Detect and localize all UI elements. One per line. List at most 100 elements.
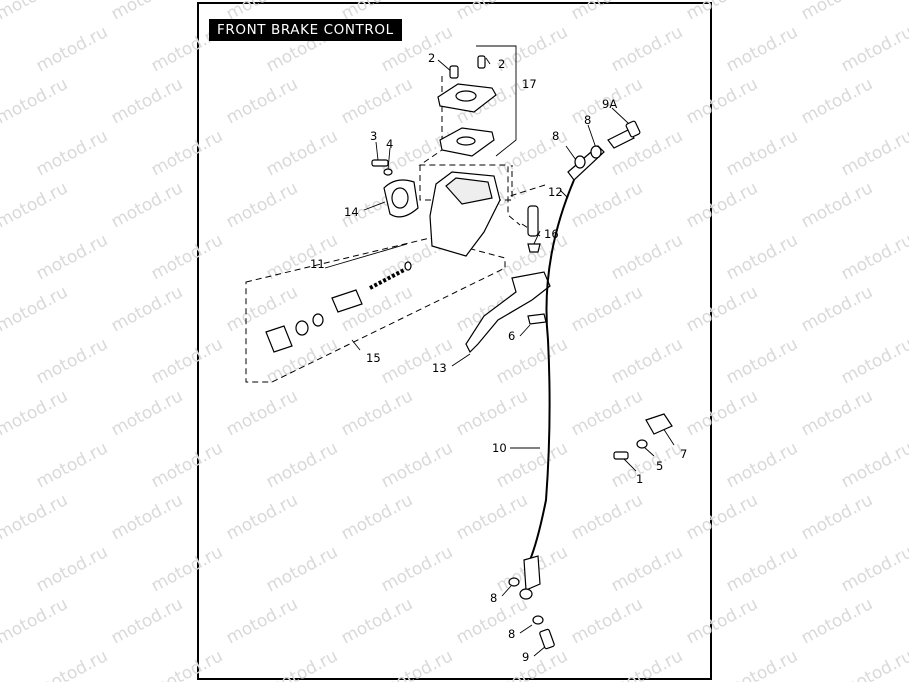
lower-banjo	[523, 555, 541, 591]
watermark-text: motod.ru	[838, 334, 909, 388]
watermark-text: motod.ru	[683, 0, 761, 24]
watermark-text: motod.ru	[608, 542, 686, 596]
lever-clip	[527, 313, 547, 325]
callout-9: 9	[522, 650, 529, 664]
watermark-text: motod.ru	[263, 542, 341, 596]
watermark-text: motod.ru	[453, 386, 531, 440]
callout-16: 16	[544, 227, 559, 241]
watermark-text: motod.ru	[493, 126, 571, 180]
outline-15	[245, 237, 506, 383]
watermark-text: motod.ru	[108, 282, 186, 336]
clamp-washer	[383, 168, 393, 176]
watermark-text: motod.ru	[723, 126, 801, 180]
watermark-text: motod.ru	[798, 74, 876, 128]
callout-3: 3	[370, 129, 377, 143]
watermark-text: motod.ru	[723, 542, 801, 596]
leader-lines	[324, 45, 675, 657]
watermark-text: motod.ru	[453, 0, 531, 24]
banjo-washer	[574, 155, 586, 169]
diagram-title: FRONT BRAKE CONTROL	[209, 19, 402, 41]
watermark-text: motod.ru	[568, 282, 646, 336]
watermark-text: motod.ru	[723, 230, 801, 284]
callout-8: 8	[584, 113, 591, 127]
watermark-text: motod.ru	[838, 22, 909, 76]
watermark-text: motod.ru	[798, 386, 876, 440]
watermark-text: motod.ru	[223, 386, 301, 440]
watermark-text: motod.ru	[608, 230, 686, 284]
brake-hose	[529, 179, 575, 561]
watermark-text: motod.ru	[378, 542, 456, 596]
cover-sight	[455, 90, 477, 102]
watermark-text: motod.ru	[148, 334, 226, 388]
watermark-text: motod.ru	[108, 386, 186, 440]
watermark-text: motod.ru	[798, 594, 876, 648]
watermark-text: motod.ru	[568, 0, 646, 24]
watermark-text: motod.ru	[148, 230, 226, 284]
watermark-text: motod.ru	[568, 594, 646, 648]
watermark-text: motod.ru	[683, 386, 761, 440]
cover-screw-2	[477, 55, 486, 69]
watermark-text: motod.ru	[838, 126, 909, 180]
watermark-text: motod.ru	[798, 178, 876, 232]
parts	[265, 55, 673, 650]
lower-washer-2	[532, 615, 544, 625]
watermark-text: motod.ru	[148, 438, 226, 492]
watermark-text: motod.ru	[683, 594, 761, 648]
watermark-text: motod.ru	[608, 438, 686, 492]
watermark-text: motod.ru	[338, 490, 416, 544]
watermark-text: motod.ru	[263, 646, 341, 682]
outline-17	[418, 76, 521, 226]
watermark-text: motod.ru	[108, 490, 186, 544]
watermark-text: motod.ru	[0, 386, 71, 440]
lower-banjo-bolt	[539, 628, 555, 650]
callout-12: 12	[548, 185, 563, 199]
watermark-text: motod.ru	[683, 282, 761, 336]
watermark-text: motod.ru	[0, 0, 71, 24]
watermark-text: motod.ru	[838, 438, 909, 492]
watermark-text: motod.ru	[723, 438, 801, 492]
watermark-text: motod.ru	[263, 230, 341, 284]
switch-bracket	[645, 413, 673, 435]
callout-14: 14	[344, 205, 359, 219]
watermark-text: motod.ru	[568, 178, 646, 232]
assembly-outlines	[245, 76, 546, 383]
watermark-text: motod.ru	[568, 386, 646, 440]
callout-15: 15	[366, 351, 381, 365]
callout-2: 2	[498, 57, 505, 71]
pivot-pin-head	[527, 243, 541, 253]
watermark-text: motod.ru	[723, 646, 801, 682]
watermark-text: motod.ru	[263, 438, 341, 492]
watermark-text: motod.ru	[263, 126, 341, 180]
bracket-washer	[636, 439, 648, 449]
watermark-text: motod.ru	[108, 0, 186, 24]
watermark-text: motod.ru	[148, 126, 226, 180]
watermark-text: motod.ru	[0, 282, 71, 336]
watermark-text: motod.ru	[798, 0, 876, 24]
watermark-text: motod.ru	[33, 126, 111, 180]
watermark-text: motod.ru	[223, 594, 301, 648]
watermark-text: motod.ru	[33, 22, 111, 76]
watermark-text: motod.ru	[378, 438, 456, 492]
diagram-frame	[197, 2, 712, 680]
watermark-text: motod.ru	[223, 282, 301, 336]
callout-2: 2	[428, 51, 435, 65]
callout-4: 4	[386, 137, 393, 151]
watermark-text: motod.ru	[838, 646, 909, 682]
watermark-text: motod.ru	[33, 542, 111, 596]
watermark-text: motod.ru	[338, 74, 416, 128]
watermark-text: motod.ru	[338, 386, 416, 440]
watermark-text: motod.ru	[798, 282, 876, 336]
watermark-text: motod.ru	[108, 594, 186, 648]
watermark-text: motod.ru	[148, 542, 226, 596]
watermark-text: motod.ru	[108, 178, 186, 232]
watermark-text: motod.ru	[378, 646, 456, 682]
callout-5: 5	[656, 459, 663, 473]
watermark-text: motod.ru	[723, 22, 801, 76]
callout-13: 13	[432, 361, 447, 375]
piston	[331, 289, 363, 313]
watermark-text: motod.ru	[493, 334, 571, 388]
watermark-text: motod.ru	[608, 334, 686, 388]
watermark-text: motod.ru	[223, 178, 301, 232]
callout-6: 6	[508, 329, 515, 343]
